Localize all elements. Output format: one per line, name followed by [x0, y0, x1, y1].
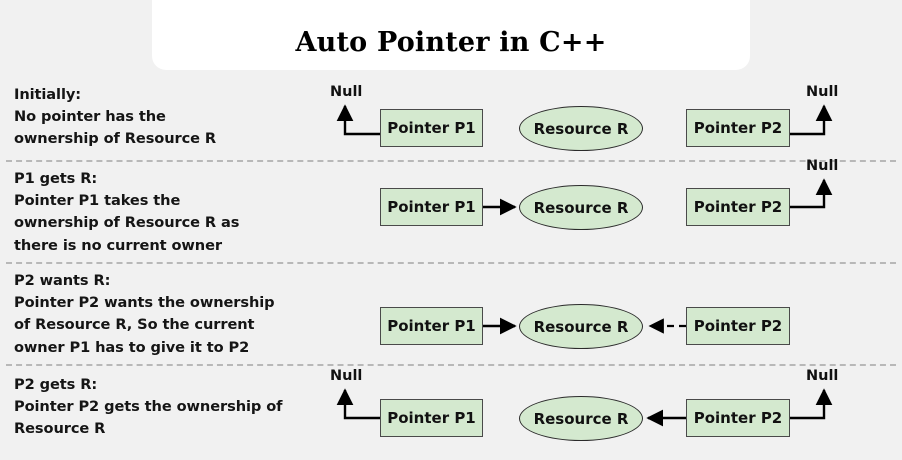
title-card: Auto Pointer in C++ — [152, 0, 750, 70]
page-title: Auto Pointer in C++ — [295, 27, 607, 58]
divider-2 — [6, 262, 896, 264]
row-initially: Initially: No pointer has the ownership … — [0, 84, 902, 156]
divider-1 — [6, 160, 896, 162]
node-resource-r[interactable]: Resource R — [519, 106, 643, 151]
node-pointer-p1[interactable]: Pointer P1 — [380, 109, 483, 147]
edge-p1-to-null — [336, 104, 380, 136]
node-resource-r[interactable]: Resource R — [519, 304, 643, 349]
null-label-left: Null — [330, 84, 363, 100]
node-resource-r[interactable]: Resource R — [519, 396, 643, 441]
edge-p2-to-null — [790, 178, 833, 209]
row-p2-wants-r: P2 wants R: Pointer P2 wants the ownersh… — [0, 270, 902, 360]
null-label-left: Null — [330, 368, 363, 384]
node-pointer-p2[interactable]: Pointer P2 — [686, 109, 790, 147]
null-label-right: Null — [806, 84, 839, 100]
edge-p2-to-null — [790, 388, 833, 420]
row-initially-description: Initially: No pointer has the ownership … — [14, 86, 217, 148]
row-p1-gets-r-diagram — [483, 178, 833, 216]
null-label-right: Null — [806, 368, 839, 384]
node-pointer-p2[interactable]: Pointer P2 — [686, 188, 790, 226]
row-p1-gets-r-description: P1 gets R: Pointer P1 takes the ownershi… — [14, 170, 240, 254]
node-pointer-p1[interactable]: Pointer P1 — [380, 399, 483, 437]
node-pointer-p2[interactable]: Pointer P2 — [686, 399, 790, 437]
row-p2-wants-r-description: P2 wants R: Pointer P2 wants the ownersh… — [14, 272, 275, 356]
row-p1-gets-r: P1 gets R: Pointer P1 takes the ownershi… — [0, 158, 902, 258]
node-pointer-p2[interactable]: Pointer P2 — [686, 307, 790, 345]
edge-p2-to-null — [790, 104, 833, 136]
row-p2-gets-r-diagram — [336, 388, 833, 427]
null-label-right: Null — [806, 158, 839, 174]
node-pointer-p1[interactable]: Pointer P1 — [380, 307, 483, 345]
edge-p1-to-null — [336, 388, 380, 420]
row-p2-wants-r-diagram — [483, 317, 686, 335]
node-resource-r[interactable]: Resource R — [519, 185, 643, 230]
divider-3 — [6, 364, 896, 366]
row-p2-gets-r: P2 gets R: Pointer P2 gets the ownership… — [0, 368, 902, 460]
node-pointer-p1[interactable]: Pointer P1 — [380, 188, 483, 226]
row-initially-diagram — [336, 104, 833, 136]
row-p2-gets-r-description: P2 gets R: Pointer P2 gets the ownership… — [14, 376, 283, 438]
